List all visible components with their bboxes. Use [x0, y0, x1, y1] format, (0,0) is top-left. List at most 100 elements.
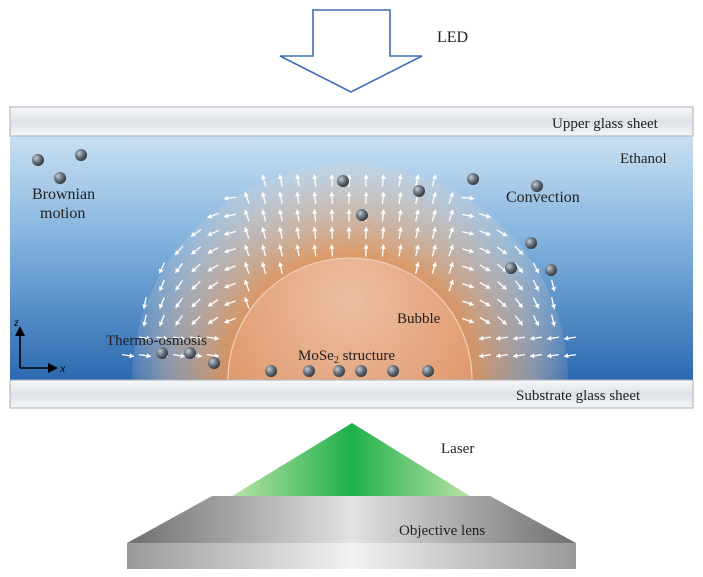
- convection-label: Convection: [506, 189, 580, 206]
- flow-arrow-head: [191, 231, 196, 237]
- flow-arrow-head: [414, 174, 420, 180]
- flow-arrow-head: [550, 304, 556, 309]
- flow-arrow-head: [175, 303, 181, 308]
- flow-arrow-head: [224, 195, 229, 201]
- nanoparticle: [467, 173, 479, 185]
- flow-arrow-head: [468, 318, 474, 324]
- nanoparticle: [505, 262, 517, 274]
- flow-arrow-head: [518, 320, 523, 326]
- flow-arrow-head: [244, 227, 249, 233]
- brownian-label-line1: Brownian: [32, 186, 95, 203]
- flow-arrow-head: [158, 286, 164, 291]
- flow-arrow-head: [414, 209, 420, 215]
- flow-arrow-head: [312, 227, 318, 232]
- objective-lens-top: [127, 496, 576, 543]
- flow-arrow-head: [142, 304, 148, 309]
- flow-arrow-head: [485, 231, 491, 237]
- flow-arrow-head: [397, 174, 403, 180]
- flow-arrow-head: [432, 174, 437, 180]
- flow-arrow-head: [469, 195, 474, 201]
- flow-arrow-head: [191, 319, 197, 325]
- flow-arrow-head: [432, 192, 437, 197]
- flow-arrow-head: [468, 301, 474, 306]
- flow-arrow-head: [295, 192, 301, 197]
- nanoparticle: [422, 365, 434, 377]
- flow-arrow-head: [175, 320, 181, 326]
- flow-arrow-head: [278, 262, 284, 267]
- flow-arrow-head: [449, 262, 454, 268]
- flow-arrow-head: [414, 262, 420, 267]
- flow-arrow-head: [295, 209, 301, 215]
- flow-arrow-head: [380, 174, 386, 179]
- flow-arrow-head: [244, 209, 249, 215]
- flow-arrow-head: [329, 174, 335, 179]
- flow-arrow-head: [261, 209, 266, 215]
- flow-arrow-head: [469, 230, 474, 236]
- flow-arrow-head: [224, 301, 230, 307]
- flow-arrow-head: [564, 353, 569, 359]
- axis-z-label: z: [13, 315, 19, 329]
- flow-arrow-head: [534, 321, 540, 326]
- flow-arrow-head: [175, 267, 180, 273]
- flow-arrow-head: [518, 302, 523, 308]
- nanoparticle: [355, 365, 367, 377]
- flow-arrow-head: [501, 319, 507, 325]
- flow-arrow-head: [295, 244, 301, 250]
- flow-arrow-head: [432, 262, 437, 267]
- flow-arrow-head: [469, 213, 474, 219]
- bubble-label: Bubble: [397, 311, 441, 327]
- flow-arrow-head: [502, 249, 507, 254]
- flow-arrow-head: [534, 268, 540, 274]
- flow-arrow-head: [518, 250, 524, 255]
- flow-arrow-head: [346, 209, 352, 214]
- flow-arrow-head: [244, 192, 249, 198]
- nanoparticle: [184, 347, 196, 359]
- flow-arrow-head: [479, 335, 484, 341]
- nanoparticle: [356, 209, 368, 221]
- flow-arrow-head: [312, 209, 318, 214]
- flow-arrow-head: [207, 213, 213, 219]
- flow-arrow-head: [518, 285, 523, 291]
- flow-arrow-head: [261, 262, 266, 267]
- nanoparticle: [413, 185, 425, 197]
- flow-arrow-head: [550, 321, 556, 327]
- flow-arrow-head: [278, 192, 284, 197]
- upper-glass-sheet: [9, 106, 694, 137]
- flow-arrow-head: [534, 303, 540, 309]
- flow-arrow-head: [449, 279, 454, 285]
- flow-arrow-head: [397, 227, 403, 232]
- flow-arrow-head: [244, 297, 249, 303]
- laser-label: Laser: [441, 441, 474, 457]
- nanoparticle: [75, 149, 87, 161]
- flow-arrow-head: [191, 249, 197, 255]
- flow-arrow-head: [312, 244, 318, 249]
- flow-arrow-head: [224, 318, 230, 324]
- flow-arrow-head: [180, 335, 185, 341]
- flow-arrow-head: [197, 335, 202, 341]
- flow-arrow-head: [158, 321, 164, 326]
- flow-arrow-head: [261, 174, 266, 180]
- flow-arrow-head: [432, 227, 437, 232]
- flow-arrow-head: [363, 174, 369, 179]
- flow-arrow-head: [329, 244, 335, 249]
- nanoparticle: [265, 365, 277, 377]
- nanoparticle: [32, 154, 44, 166]
- axis-x-label: x: [59, 361, 66, 375]
- flow-arrow-head: [175, 250, 180, 255]
- flow-arrow-head: [261, 244, 266, 250]
- substrate-glass-label: Substrate glass sheet: [516, 388, 641, 404]
- upper-glass-label: Upper glass sheet: [552, 116, 659, 132]
- flow-arrow-head: [208, 319, 213, 324]
- flow-arrow-head: [479, 353, 484, 359]
- flow-arrow-head: [432, 209, 437, 215]
- flow-arrow-head: [329, 209, 335, 214]
- led-arrow: [279, 9, 423, 93]
- flow-arrow-head: [363, 227, 369, 232]
- flow-arrow-head: [485, 248, 491, 254]
- flow-arrow-head: [163, 335, 168, 341]
- flow-arrow-head: [449, 192, 454, 198]
- flow-arrow-head: [501, 302, 507, 307]
- flow-arrow-head: [380, 192, 386, 197]
- flow-arrow-head: [363, 244, 369, 249]
- flow-arrow-head: [380, 209, 386, 214]
